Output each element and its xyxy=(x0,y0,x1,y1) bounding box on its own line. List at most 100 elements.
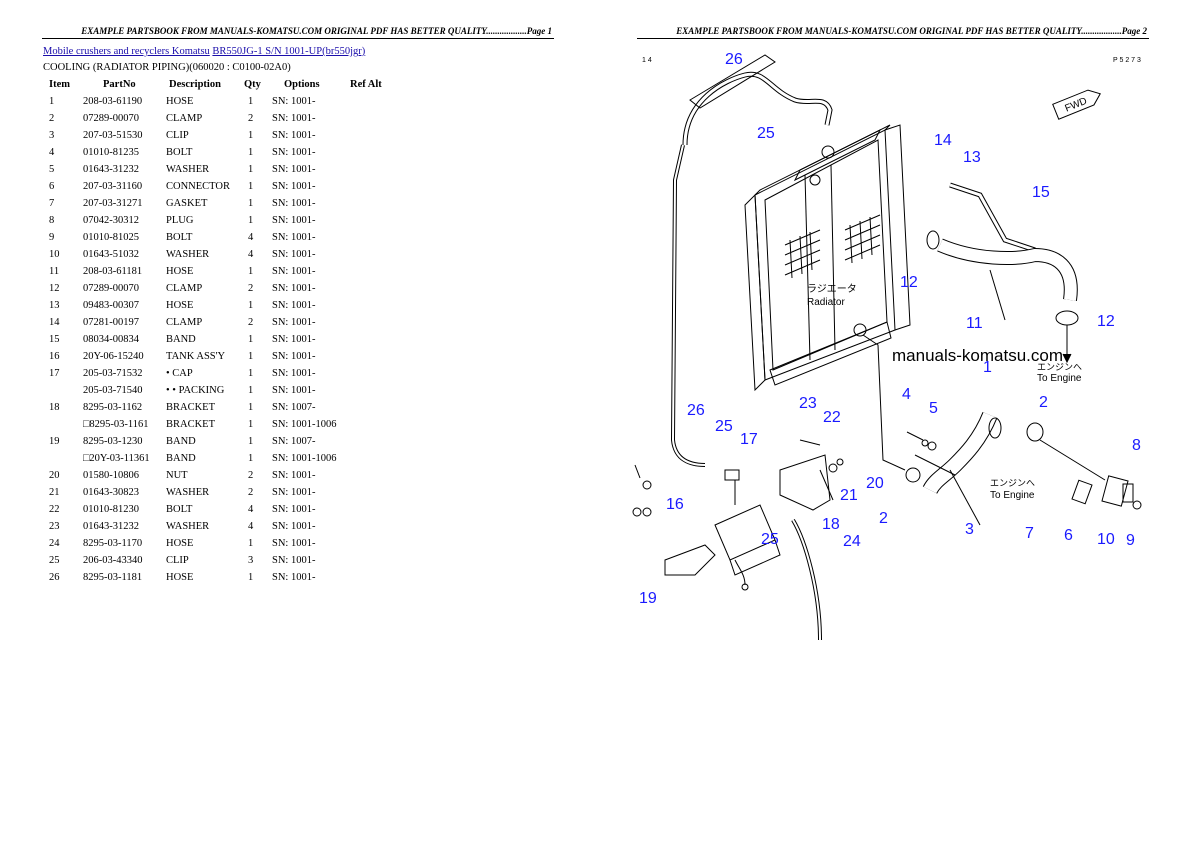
column-header-item: Item xyxy=(49,79,70,90)
cell-description: BAND xyxy=(166,334,196,345)
cell-item: 2 xyxy=(49,113,55,124)
cell-qty: 1 xyxy=(248,453,254,464)
cell-qty: 4 xyxy=(248,504,254,515)
cell-description: GASKET xyxy=(166,198,208,209)
cell-qty: 2 xyxy=(248,470,254,481)
cell-ref-alt xyxy=(350,569,400,586)
cell-description: WASHER xyxy=(166,487,210,498)
engine-label-en-lower: To Engine xyxy=(990,490,1035,501)
breadcrumb-link-model[interactable]: BR550JG-1 S/N 1001-UP(br550jgr) xyxy=(212,46,366,57)
callout-number: 3 xyxy=(965,521,974,538)
cell-description: BRACKET xyxy=(166,402,216,413)
cell-options: SN: 1001- xyxy=(272,555,316,566)
engine-label-jp-lower: エンジンへ xyxy=(990,478,1035,488)
parts-list-page: EXAMPLE PARTSBOOK FROM MANUALS-KOMATSU.C… xyxy=(42,26,554,586)
cell-item: 1 xyxy=(49,96,55,107)
callout-number: 26 xyxy=(687,402,705,419)
cell-partno: 01010-81230 xyxy=(83,504,139,515)
cell-item: 21 xyxy=(49,487,60,498)
column-header-partno: PartNo xyxy=(103,79,136,90)
cell-qty: 2 xyxy=(248,283,254,294)
cell-qty: 1 xyxy=(248,96,254,107)
cell-description: • • PACKING xyxy=(166,385,225,396)
diagram-code-right: P 5 2 7 3 xyxy=(1113,57,1141,64)
callout-number: 25 xyxy=(761,531,779,548)
cell-qty: 1 xyxy=(248,402,254,413)
cell-options: SN: 1007- xyxy=(272,402,316,413)
cell-partno: 207-03-51530 xyxy=(83,130,143,141)
cell-description: TANK ASS'Y xyxy=(166,351,226,362)
cell-partno: 07289-00070 xyxy=(83,113,139,124)
cell-partno: 01643-31232 xyxy=(83,164,139,175)
cell-item: 10 xyxy=(49,249,60,260)
callout-number: 5 xyxy=(929,400,938,417)
breadcrumb-link-category[interactable]: Mobile crushers and recyclers Komatsu xyxy=(43,46,210,57)
radiator xyxy=(744,124,911,392)
radiator-label-jp: ラジエータ xyxy=(807,283,857,295)
cell-qty: 4 xyxy=(248,249,254,260)
cell-qty: 1 xyxy=(248,334,254,345)
callout-number: 12 xyxy=(1097,313,1115,330)
cell-item: 15 xyxy=(49,334,60,345)
cell-partno: 08034-00834 xyxy=(83,334,139,345)
fwd-arrow-icon: FWD xyxy=(1052,89,1101,120)
cell-options: SN: 1001- xyxy=(272,317,316,328)
cell-options: SN: 1001- xyxy=(272,470,316,481)
cell-description: CONNECTOR xyxy=(166,181,230,192)
cell-item: 25 xyxy=(49,555,60,566)
cell-partno: 8295-03-1181 xyxy=(83,572,143,583)
cell-partno: 8295-03-1230 xyxy=(83,436,143,447)
cell-options: SN: 1001- xyxy=(272,266,316,277)
callout-number: 26 xyxy=(725,51,743,68)
cell-partno: 8295-03-1162 xyxy=(83,402,143,413)
callout-number: 18 xyxy=(822,516,840,533)
watermark: manuals-komatsu.com xyxy=(892,346,1063,365)
cell-ref-alt xyxy=(350,365,400,382)
callout-number: 14 xyxy=(934,132,952,149)
cell-description: CLAMP xyxy=(166,283,203,294)
cell-ref-alt xyxy=(350,93,400,110)
cell-options: SN: 1001- xyxy=(272,181,316,192)
cell-options: SN: 1001- xyxy=(272,572,316,583)
callout-number: 1 xyxy=(983,359,992,376)
page-header: EXAMPLE PARTSBOOK FROM MANUALS-KOMATSU.C… xyxy=(676,26,1147,36)
cell-options: SN: 1001- xyxy=(272,538,316,549)
cell-item xyxy=(44,450,83,467)
cell-options: SN: 1001- xyxy=(272,130,316,141)
cell-ref-alt xyxy=(350,263,400,280)
cell-description: BOLT xyxy=(166,232,193,243)
cell-ref-alt xyxy=(350,280,400,297)
cell-description: BAND xyxy=(166,453,196,464)
cell-item: 24 xyxy=(49,538,60,549)
cell-item: 19 xyxy=(49,436,60,447)
cell-partno: 207-03-31160 xyxy=(83,181,143,192)
cell-partno: 205-03-71532 xyxy=(83,368,143,379)
cell-description: BRACKET xyxy=(166,419,216,430)
cell-item: 8 xyxy=(49,215,55,226)
callout-number: 21 xyxy=(840,487,858,504)
cell-partno: 01010-81025 xyxy=(83,232,139,243)
cell-item: 9 xyxy=(49,232,55,243)
breadcrumb: Mobile crushers and recyclers Komatsu BR… xyxy=(43,46,365,57)
callout-number: 4 xyxy=(902,386,911,403)
section-title: COOLING (RADIATOR PIPING)(060020 : C0100… xyxy=(43,62,291,73)
cell-description: HOSE xyxy=(166,266,194,277)
cell-item: 22 xyxy=(49,504,60,515)
cell-qty: 1 xyxy=(248,164,254,175)
cell-description: WASHER xyxy=(166,521,210,532)
cell-partno: 01643-31232 xyxy=(83,521,139,532)
cell-ref-alt xyxy=(350,178,400,195)
cell-qty: 2 xyxy=(248,317,254,328)
cell-partno: 07042-30312 xyxy=(83,215,139,226)
cell-qty: 1 xyxy=(248,572,254,583)
cell-item: 3 xyxy=(49,130,55,141)
